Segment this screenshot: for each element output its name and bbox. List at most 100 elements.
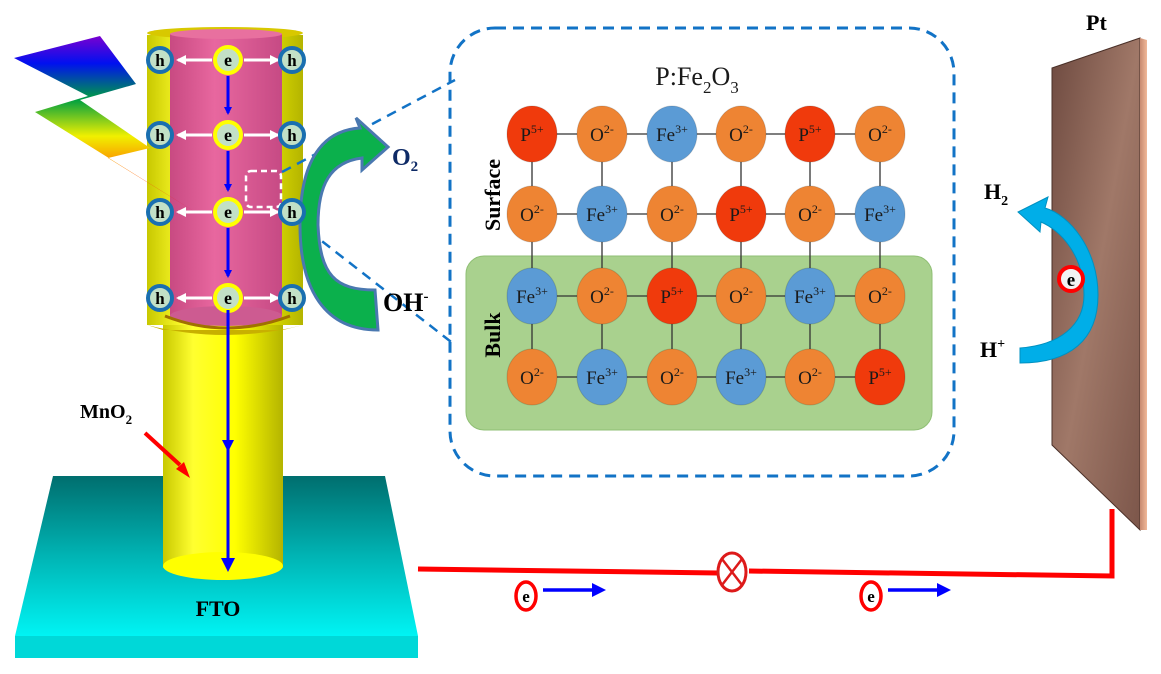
svg-text:e: e xyxy=(224,202,232,222)
svg-text:O2-: O2- xyxy=(590,122,614,146)
external-wire xyxy=(417,566,719,576)
svg-text:O2-: O2- xyxy=(660,202,684,226)
electron-marker: e xyxy=(514,580,606,612)
arrowhead xyxy=(592,583,606,597)
ion-o: O2- xyxy=(854,105,906,163)
svg-text:P5+: P5+ xyxy=(868,365,892,389)
arrowhead xyxy=(176,462,190,478)
electron-marker: e xyxy=(859,580,951,612)
svg-text:O2-: O2- xyxy=(520,365,544,389)
svg-text:h: h xyxy=(155,203,165,222)
svg-text:e: e xyxy=(224,125,232,145)
svg-text:O2-: O2- xyxy=(798,365,822,389)
ion-o: O2- xyxy=(784,185,836,243)
svg-text:h: h xyxy=(287,203,297,222)
svg-text:h: h xyxy=(287,51,297,70)
ion-p: P5+ xyxy=(854,348,906,406)
ion-o: O2- xyxy=(576,105,628,163)
svg-text:Fe3+: Fe3+ xyxy=(516,284,548,308)
ion-p: P5+ xyxy=(715,185,767,243)
arrowhead xyxy=(937,583,951,597)
svg-text:P5+: P5+ xyxy=(520,122,544,146)
svg-text:O2-: O2- xyxy=(868,122,892,146)
hole-carrier: h xyxy=(278,46,306,74)
ion-o: O2- xyxy=(715,267,767,325)
ion-fe: Fe3+ xyxy=(646,105,698,163)
light-bolt-icon xyxy=(14,36,205,218)
charge-carriers: h h e h h e h h e h h e xyxy=(146,45,306,313)
ion-o: O2- xyxy=(784,348,836,406)
ion-fe: Fe3+ xyxy=(506,267,558,325)
svg-text:e: e xyxy=(224,288,232,308)
svg-text:Fe3+: Fe3+ xyxy=(794,284,826,308)
arrowhead xyxy=(221,558,235,572)
svg-text:P5+: P5+ xyxy=(729,202,753,226)
ion-fe: Fe3+ xyxy=(784,267,836,325)
oxidation-arrow xyxy=(298,116,391,332)
svg-text:Fe3+: Fe3+ xyxy=(656,122,688,146)
ion-fe: Fe3+ xyxy=(854,185,906,243)
svg-text:h: h xyxy=(155,126,165,145)
svg-text:Fe3+: Fe3+ xyxy=(586,365,618,389)
pt-label: Pt xyxy=(1086,10,1107,35)
h2-label: H2 xyxy=(984,179,1008,209)
ion-o: O2- xyxy=(646,348,698,406)
ion-fe: Fe3+ xyxy=(576,348,628,406)
ion-o: O2- xyxy=(715,105,767,163)
svg-text:e: e xyxy=(224,50,232,70)
svg-text:O2-: O2- xyxy=(868,284,892,308)
hplus-label: H+ xyxy=(980,337,1005,362)
ion-p: P5+ xyxy=(646,267,698,325)
electron-carrier: e xyxy=(213,120,243,150)
svg-text:O2-: O2- xyxy=(729,122,753,146)
o2-label: O2 xyxy=(392,145,418,175)
svg-text:O2-: O2- xyxy=(660,365,684,389)
svg-text:h: h xyxy=(155,51,165,70)
arrowhead xyxy=(222,440,234,452)
ammeter-icon xyxy=(716,551,748,593)
electron-carrier: e xyxy=(213,197,243,227)
ion-p: P5+ xyxy=(784,105,836,163)
svg-text:h: h xyxy=(287,289,297,308)
svg-text:Fe3+: Fe3+ xyxy=(586,202,618,226)
hole-carrier: h xyxy=(146,198,174,226)
hole-carrier: h xyxy=(146,46,174,74)
svg-text:O2-: O2- xyxy=(798,202,822,226)
ion-o: O2- xyxy=(576,267,628,325)
ion-o: O2- xyxy=(506,348,558,406)
svg-text:O2-: O2- xyxy=(590,284,614,308)
electron-carrier: e xyxy=(213,45,243,75)
svg-text:h: h xyxy=(155,289,165,308)
bulk-label: Bulk xyxy=(480,312,505,358)
ion-o: O2- xyxy=(854,267,906,325)
svg-text:Fe3+: Fe3+ xyxy=(725,365,757,389)
p-fe2o3-nanorod xyxy=(164,29,291,330)
fto-label: FTO xyxy=(196,596,241,621)
mno2-label: MnO2 xyxy=(80,401,132,427)
inset-border xyxy=(448,26,956,478)
hole-carrier: h xyxy=(146,284,174,312)
electron-marker-pt: e xyxy=(1057,265,1085,293)
ion-o: O2- xyxy=(646,185,698,243)
hole-carrier: h xyxy=(146,121,174,149)
svg-text:e: e xyxy=(1067,270,1075,291)
lattice: P5+ O2- Fe3+ O2- P5+ O2- O2- Fe3+ O2- P5+ O2- Fe3+ F… xyxy=(506,105,906,406)
electron-carrier: e xyxy=(213,283,243,313)
oh-label: OH- xyxy=(383,288,428,317)
mno2-pointer-arrow xyxy=(143,431,182,467)
surface-label: Surface xyxy=(480,159,505,231)
hole-carrier: h xyxy=(278,284,306,312)
svg-text:P5+: P5+ xyxy=(660,284,684,308)
reduction-arrow xyxy=(1017,196,1099,364)
svg-text:e: e xyxy=(522,587,530,606)
svg-text:e: e xyxy=(867,587,875,606)
ion-o: O2- xyxy=(506,185,558,243)
inset-title: P:Fe2O3 xyxy=(655,62,738,97)
hole-carrier: h xyxy=(278,121,306,149)
hole-carrier: h xyxy=(278,198,306,226)
svg-text:O2-: O2- xyxy=(520,202,544,226)
ion-fe: Fe3+ xyxy=(715,348,767,406)
